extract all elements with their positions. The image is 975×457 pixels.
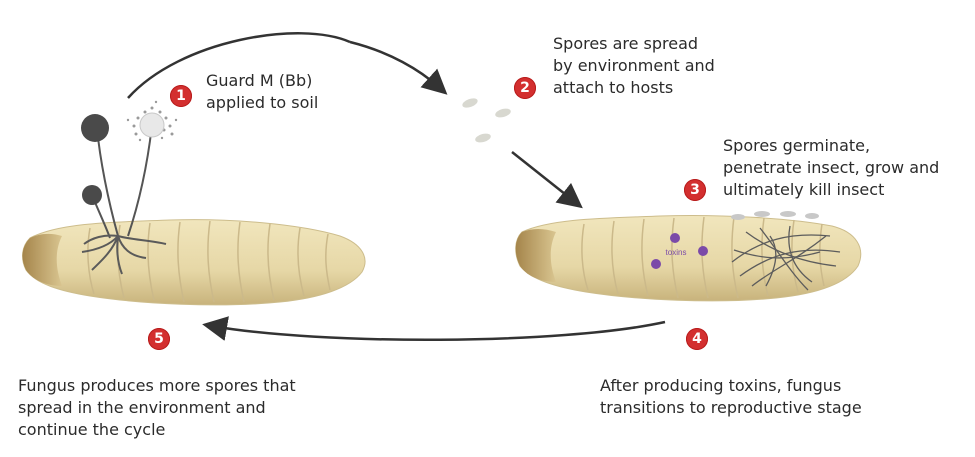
arrow-step4-to-step5	[202, 316, 666, 342]
step-2-badge: 2	[514, 77, 536, 99]
step-2-line-1: Spores are spread	[553, 34, 699, 53]
step-2-line-3: attach to hosts	[553, 78, 674, 97]
toxin-dots	[651, 233, 708, 269]
step-2-label: Spores are spread by environment and att…	[553, 33, 715, 99]
step-4-line-2: transitions to reproductive stage	[600, 398, 862, 417]
step-1-badge: 1	[170, 85, 192, 107]
step-3-line-2: penetrate insect, grow and	[723, 158, 940, 177]
step-5-label: Fungus produces more spores that spread …	[18, 375, 296, 441]
step-4-line-1: After producing toxins, fungus	[600, 376, 842, 395]
arrow-step1-to-step2	[127, 32, 351, 99]
larva-left	[22, 100, 366, 306]
step-5-badge: 5	[148, 328, 170, 350]
fungus-roots	[81, 234, 167, 275]
step-3-line-1: Spores germinate,	[723, 136, 871, 155]
step-3-line-3: ultimately kill insect	[723, 180, 885, 199]
fungus-head-small	[82, 185, 102, 205]
step-5-line-1: Fungus produces more spores that	[18, 376, 296, 395]
fungus-head-large	[81, 114, 109, 142]
step-5-line-3: continue the cycle	[18, 420, 166, 439]
hyphae-network	[731, 225, 841, 291]
toxin-label: toxins	[666, 248, 687, 257]
arrow-step1-to-step2-head	[349, 40, 448, 95]
larva-right	[515, 211, 862, 302]
step-4-label: After producing toxins, fungus transitio…	[600, 375, 862, 419]
step-1-line-2: applied to soil	[206, 93, 319, 112]
arrow-step2-to-step3	[511, 151, 583, 209]
fungus-head-white	[139, 112, 165, 138]
step-5-line-2: spread in the environment and	[18, 398, 266, 417]
spores-on-surface	[731, 211, 819, 220]
step-1-label: Guard M (Bb) applied to soil	[206, 70, 318, 114]
step-3-badge: 3	[684, 179, 706, 201]
step-2-line-2: by environment and	[553, 56, 715, 75]
step-4-badge: 4	[686, 328, 708, 350]
step-3-label: Spores germinate, penetrate insect, grow…	[723, 135, 939, 201]
floating-spores	[462, 98, 511, 143]
step-1-line-1: Guard M (Bb)	[206, 71, 313, 90]
